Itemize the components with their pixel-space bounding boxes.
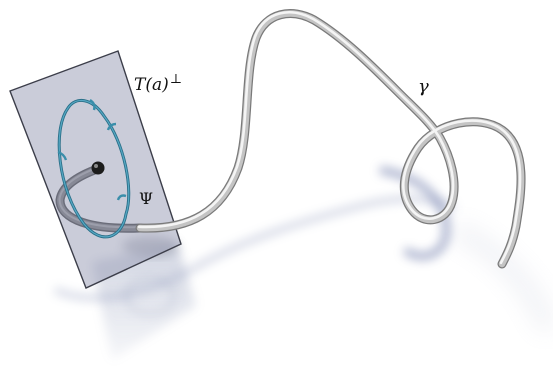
curve-endpoint	[91, 161, 105, 175]
normal-plane-label: T(a)⊥	[134, 73, 182, 95]
curve-label: γ	[418, 76, 429, 97]
psi-loop	[57, 99, 131, 239]
loop-label: Ψ	[139, 189, 154, 208]
gamma-curve	[135, 9, 526, 269]
normal-plane-label-superscript: ⊥	[169, 72, 182, 87]
normal-plane-label-text: T(a)	[134, 75, 169, 95]
